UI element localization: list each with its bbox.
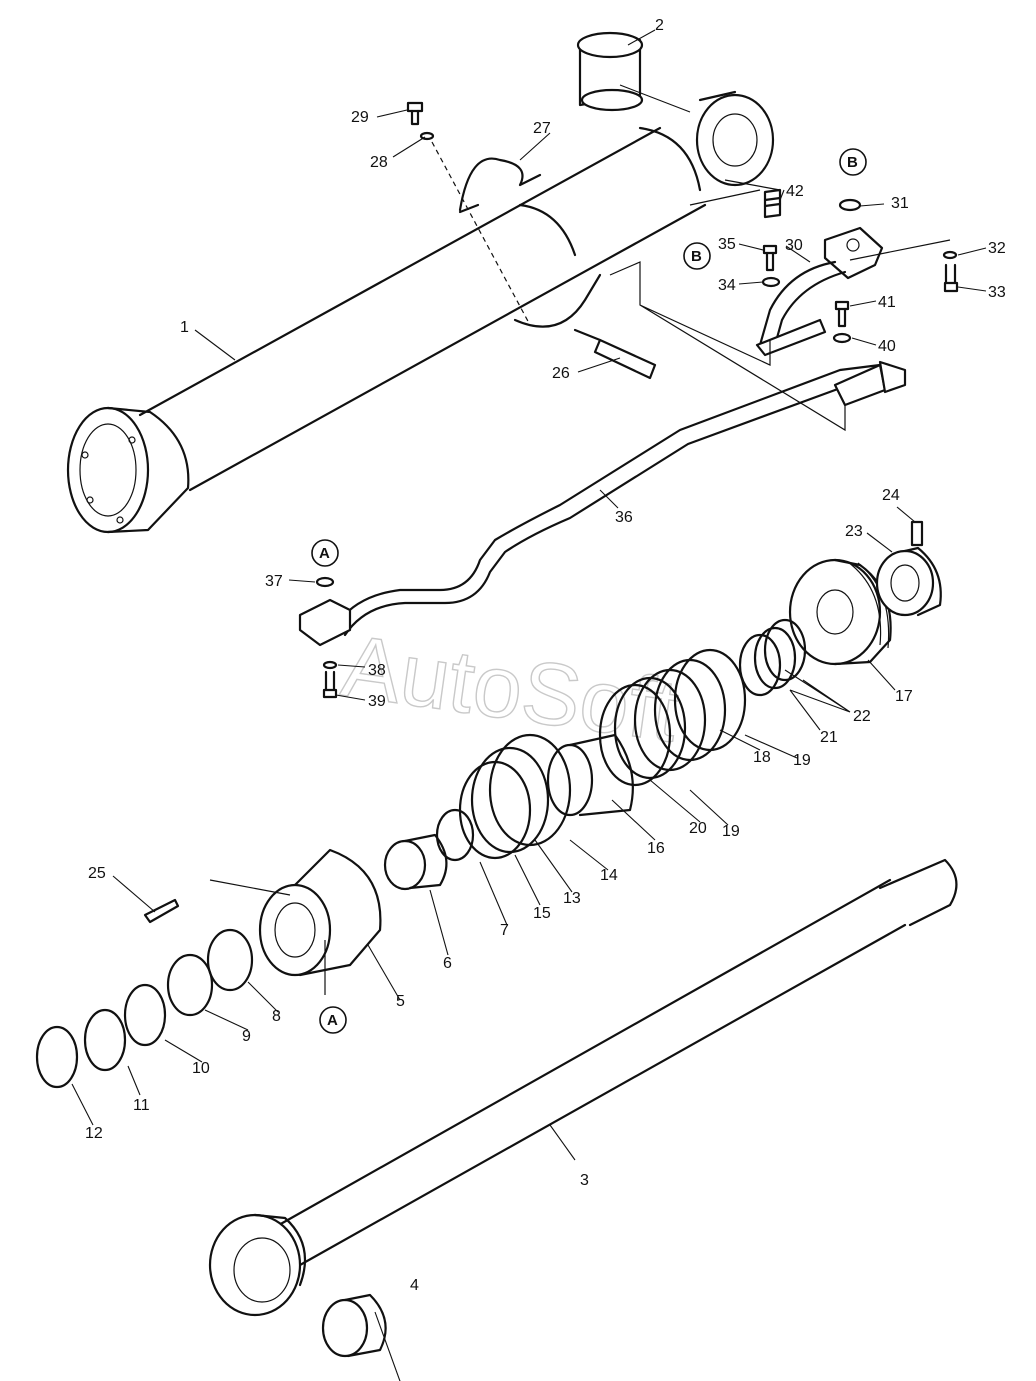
bushing-top xyxy=(576,31,644,112)
label-6: 6 xyxy=(443,955,452,972)
label-41: 41 xyxy=(878,294,896,311)
label-34: 34 xyxy=(718,277,736,294)
cylinder-head-5 xyxy=(258,848,382,977)
leader-lines xyxy=(71,29,987,1381)
label-33: 33 xyxy=(988,284,1006,301)
piston-rod-3 xyxy=(208,858,958,1317)
label-2: 2 xyxy=(655,17,664,34)
label-22: 22 xyxy=(853,708,871,725)
nut-23 xyxy=(875,546,942,617)
label-32: 32 xyxy=(988,240,1006,257)
connector-lines xyxy=(209,179,951,995)
label-16: 16 xyxy=(647,840,665,857)
pipe-36 xyxy=(298,360,907,647)
label-11: 11 xyxy=(133,1097,150,1114)
label-40: 40 xyxy=(878,338,896,355)
fitting-42 xyxy=(763,188,782,219)
rings-13-15 xyxy=(435,733,572,862)
svg-text:A: A xyxy=(327,1012,338,1029)
label-37: 37 xyxy=(265,573,283,590)
washer-40 xyxy=(832,332,852,344)
callout-b-top: B xyxy=(683,242,711,270)
label-5: 5 xyxy=(396,993,405,1010)
label-8: 8 xyxy=(272,1008,281,1025)
label-26: 26 xyxy=(552,365,570,382)
label-27: 27 xyxy=(533,120,551,137)
label-21: 21 xyxy=(820,729,838,746)
label-24: 24 xyxy=(882,487,900,504)
label-17: 17 xyxy=(895,688,913,705)
bushing-6 xyxy=(383,833,448,891)
label-39: 39 xyxy=(368,693,386,710)
bolt-41 xyxy=(834,300,850,328)
label-42: 42 xyxy=(786,183,804,200)
bolt-35 xyxy=(762,244,778,272)
label-7: 7 xyxy=(500,922,509,939)
label-1: 1 xyxy=(180,319,189,336)
cylinder-tube xyxy=(66,90,775,534)
label-9: 9 xyxy=(242,1028,251,1045)
label-28: 28 xyxy=(370,154,388,171)
set-screw-24 xyxy=(910,520,924,547)
label-18: 18 xyxy=(753,749,771,766)
label-35: 35 xyxy=(718,236,736,253)
label-36: 36 xyxy=(615,509,633,526)
label-13: 13 xyxy=(563,890,581,907)
svg-text:B: B xyxy=(691,248,702,265)
label-29: 29 xyxy=(351,109,369,126)
piston-17 xyxy=(788,558,892,666)
label-12: 12 xyxy=(85,1125,103,1142)
bolt-25 xyxy=(143,898,180,924)
svg-text:A: A xyxy=(319,545,330,562)
o-ring-37 xyxy=(315,576,335,588)
label-31: 31 xyxy=(891,195,909,212)
label-14: 14 xyxy=(600,867,618,884)
label-4: 4 xyxy=(410,1277,419,1294)
washer-32 xyxy=(942,250,958,260)
label-25: 25 xyxy=(88,865,106,882)
label-3: 3 xyxy=(580,1172,589,1189)
label-10: 10 xyxy=(192,1060,210,1077)
bolt-33 xyxy=(943,263,959,293)
bolt-29 xyxy=(406,101,424,126)
washer-28 xyxy=(419,131,435,141)
label-15: 15 xyxy=(533,905,551,922)
svg-text:B: B xyxy=(847,154,858,171)
clamp-upper xyxy=(458,157,542,214)
bolt-39 xyxy=(322,670,338,699)
bushing-4 xyxy=(321,1293,387,1358)
label-30: 30 xyxy=(785,237,803,254)
callout-b-right: B xyxy=(839,148,867,176)
watermark: AutoSoft xyxy=(336,616,684,761)
label-19b: 19 xyxy=(722,823,740,840)
label-19a: 19 xyxy=(793,752,811,769)
bracket-lower xyxy=(513,273,657,380)
o-ring-31 xyxy=(838,198,862,212)
label-20: 20 xyxy=(689,820,707,837)
pipe-30 xyxy=(755,226,884,357)
washer-38 xyxy=(322,660,338,670)
rings-8-12 xyxy=(35,928,254,1089)
washer-34 xyxy=(761,276,781,288)
part-labels: 1 2 3 4 5 6 7 8 9 10 11 12 13 14 15 16 1… xyxy=(85,17,1006,1294)
callout-a-left: A xyxy=(311,539,339,567)
label-38: 38 xyxy=(368,662,386,679)
label-23: 23 xyxy=(845,523,863,540)
seal-rings xyxy=(598,618,807,787)
callout-a-bottom: A xyxy=(319,1006,347,1034)
